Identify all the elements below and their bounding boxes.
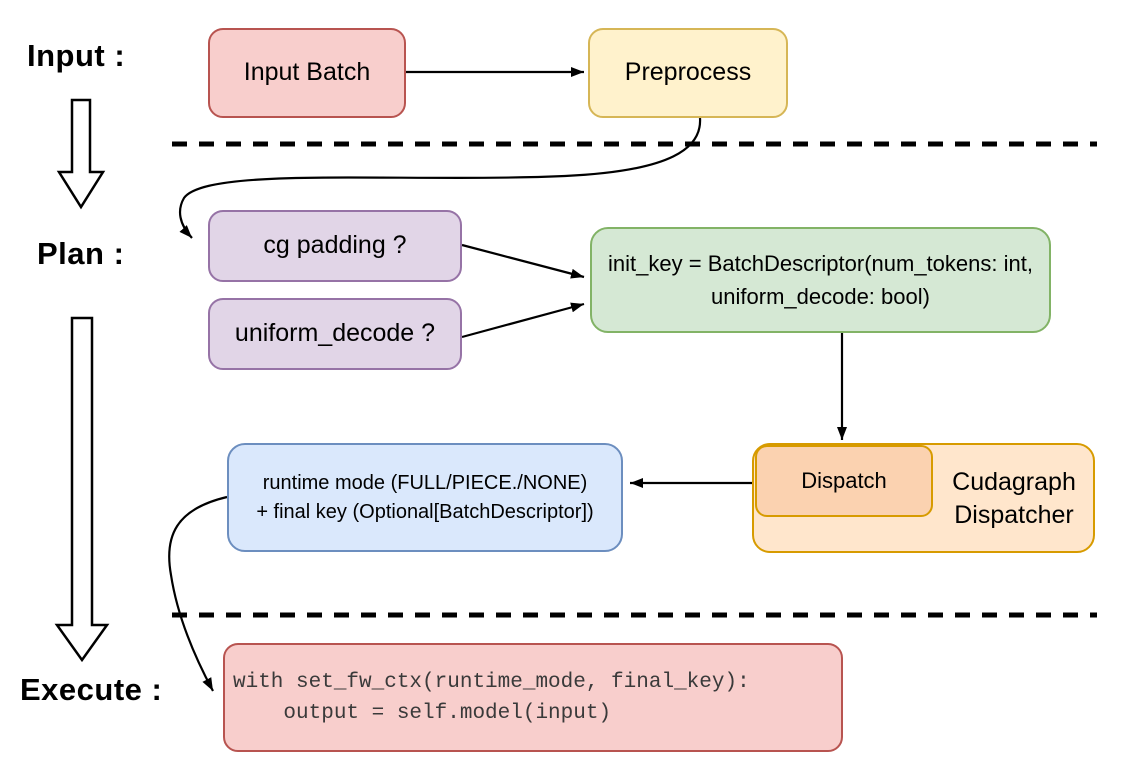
- down-arrow-input-to-plan-icon: [56, 98, 106, 210]
- arrow-preprocess-to-cg-padding: [178, 117, 702, 239]
- node-runtime-mode-line1: runtime mode (FULL/PIECE./NONE): [262, 471, 588, 494]
- node-preprocess: Preprocess: [588, 28, 788, 118]
- node-init-key-line1: init_key = BatchDescriptor(num_tokens: i…: [608, 251, 1033, 276]
- node-runtime-mode: runtime mode (FULL/PIECE./NONE) + final …: [227, 443, 623, 552]
- execute-code-line2: output = self.model(input): [233, 701, 612, 725]
- node-uniform-decode-label: uniform_decode ?: [234, 319, 436, 348]
- cudagraph-label-line2: Dispatcher: [954, 501, 1074, 529]
- node-input-batch-label: Input Batch: [243, 58, 371, 87]
- node-init-key: init_key = BatchDescriptor(num_tokens: i…: [590, 227, 1051, 333]
- node-uniform-decode: uniform_decode ?: [208, 298, 462, 370]
- node-init-key-line2: uniform_decode: bool): [711, 284, 930, 309]
- node-preprocess-label: Preprocess: [624, 58, 752, 87]
- node-input-batch: Input Batch: [208, 28, 406, 118]
- node-dispatch-label: Dispatch: [801, 468, 887, 494]
- section-label-input: Input :: [27, 38, 126, 73]
- arrow-cg-padding-to-init-key: [461, 243, 585, 279]
- section-label-execute: Execute :: [20, 672, 163, 707]
- execute-code-line1: with set_fw_ctx(runtime_mode, final_key)…: [233, 670, 750, 694]
- node-cg-padding: cg padding ?: [208, 210, 462, 282]
- node-runtime-mode-line2: + final key (Optional[BatchDescriptor]): [256, 500, 594, 523]
- arrow-runtime-mode-to-execute-code: [168, 495, 228, 692]
- node-cg-padding-label: cg padding ?: [263, 231, 407, 260]
- section-label-plan: Plan :: [37, 236, 125, 271]
- arrow-uniform-decode-to-init-key: [461, 302, 585, 339]
- node-dispatch: Dispatch: [755, 445, 933, 517]
- down-arrow-plan-to-execute-icon: [54, 316, 110, 663]
- node-cudagraph-dispatcher-label: Cudagraph Dispatcher: [930, 466, 1098, 532]
- node-execute-code: with set_fw_ctx(runtime_mode, final_key)…: [223, 643, 843, 752]
- cudagraph-label-line1: Cudagraph: [952, 468, 1076, 496]
